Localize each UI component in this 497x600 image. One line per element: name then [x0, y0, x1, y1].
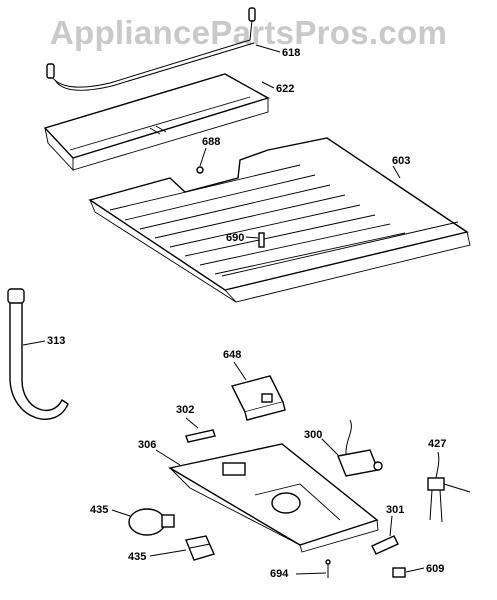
callout-694: 694 — [270, 568, 289, 580]
part-435-bulb: 435 — [90, 504, 175, 536]
callout-622: 622 — [276, 83, 294, 95]
callout-690: 690 — [226, 232, 244, 244]
part-301-screw: 301 — [371, 504, 404, 555]
callout-427: 427 — [428, 438, 446, 450]
callout-648: 648 — [223, 349, 241, 361]
part-427-connector: 427 — [427, 438, 471, 523]
part-313-drain-tube: 313 — [7, 288, 69, 420]
callout-435-socket: 435 — [128, 551, 146, 563]
part-306-housing: 306 — [138, 439, 379, 553]
callout-313: 313 — [47, 335, 65, 347]
callout-306: 306 — [138, 439, 156, 451]
part-618-wire: 618 — [46, 7, 300, 91]
part-690-screw: 690 — [226, 232, 265, 248]
part-300-switch: 300 — [304, 419, 383, 477]
callout-300: 300 — [304, 429, 322, 441]
part-622-shield: 622 — [43, 73, 294, 172]
part-302-pin: 302 — [176, 404, 216, 443]
callout-688: 688 — [202, 136, 220, 148]
part-648-thermostat: 648 — [223, 349, 286, 421]
part-603-shelf: 603 — [88, 137, 471, 303]
callout-618: 618 — [282, 47, 300, 59]
part-694-screw: 694 — [270, 559, 331, 580]
part-435-socket: 435 — [128, 535, 215, 563]
callout-301: 301 — [386, 504, 404, 516]
callout-609: 609 — [426, 563, 444, 575]
callout-302: 302 — [176, 404, 194, 416]
part-609-clip: 609 — [392, 563, 444, 578]
callout-603: 603 — [392, 155, 410, 167]
callout-435-bulb: 435 — [90, 504, 108, 516]
part-688-screw: 688 — [196, 136, 220, 174]
